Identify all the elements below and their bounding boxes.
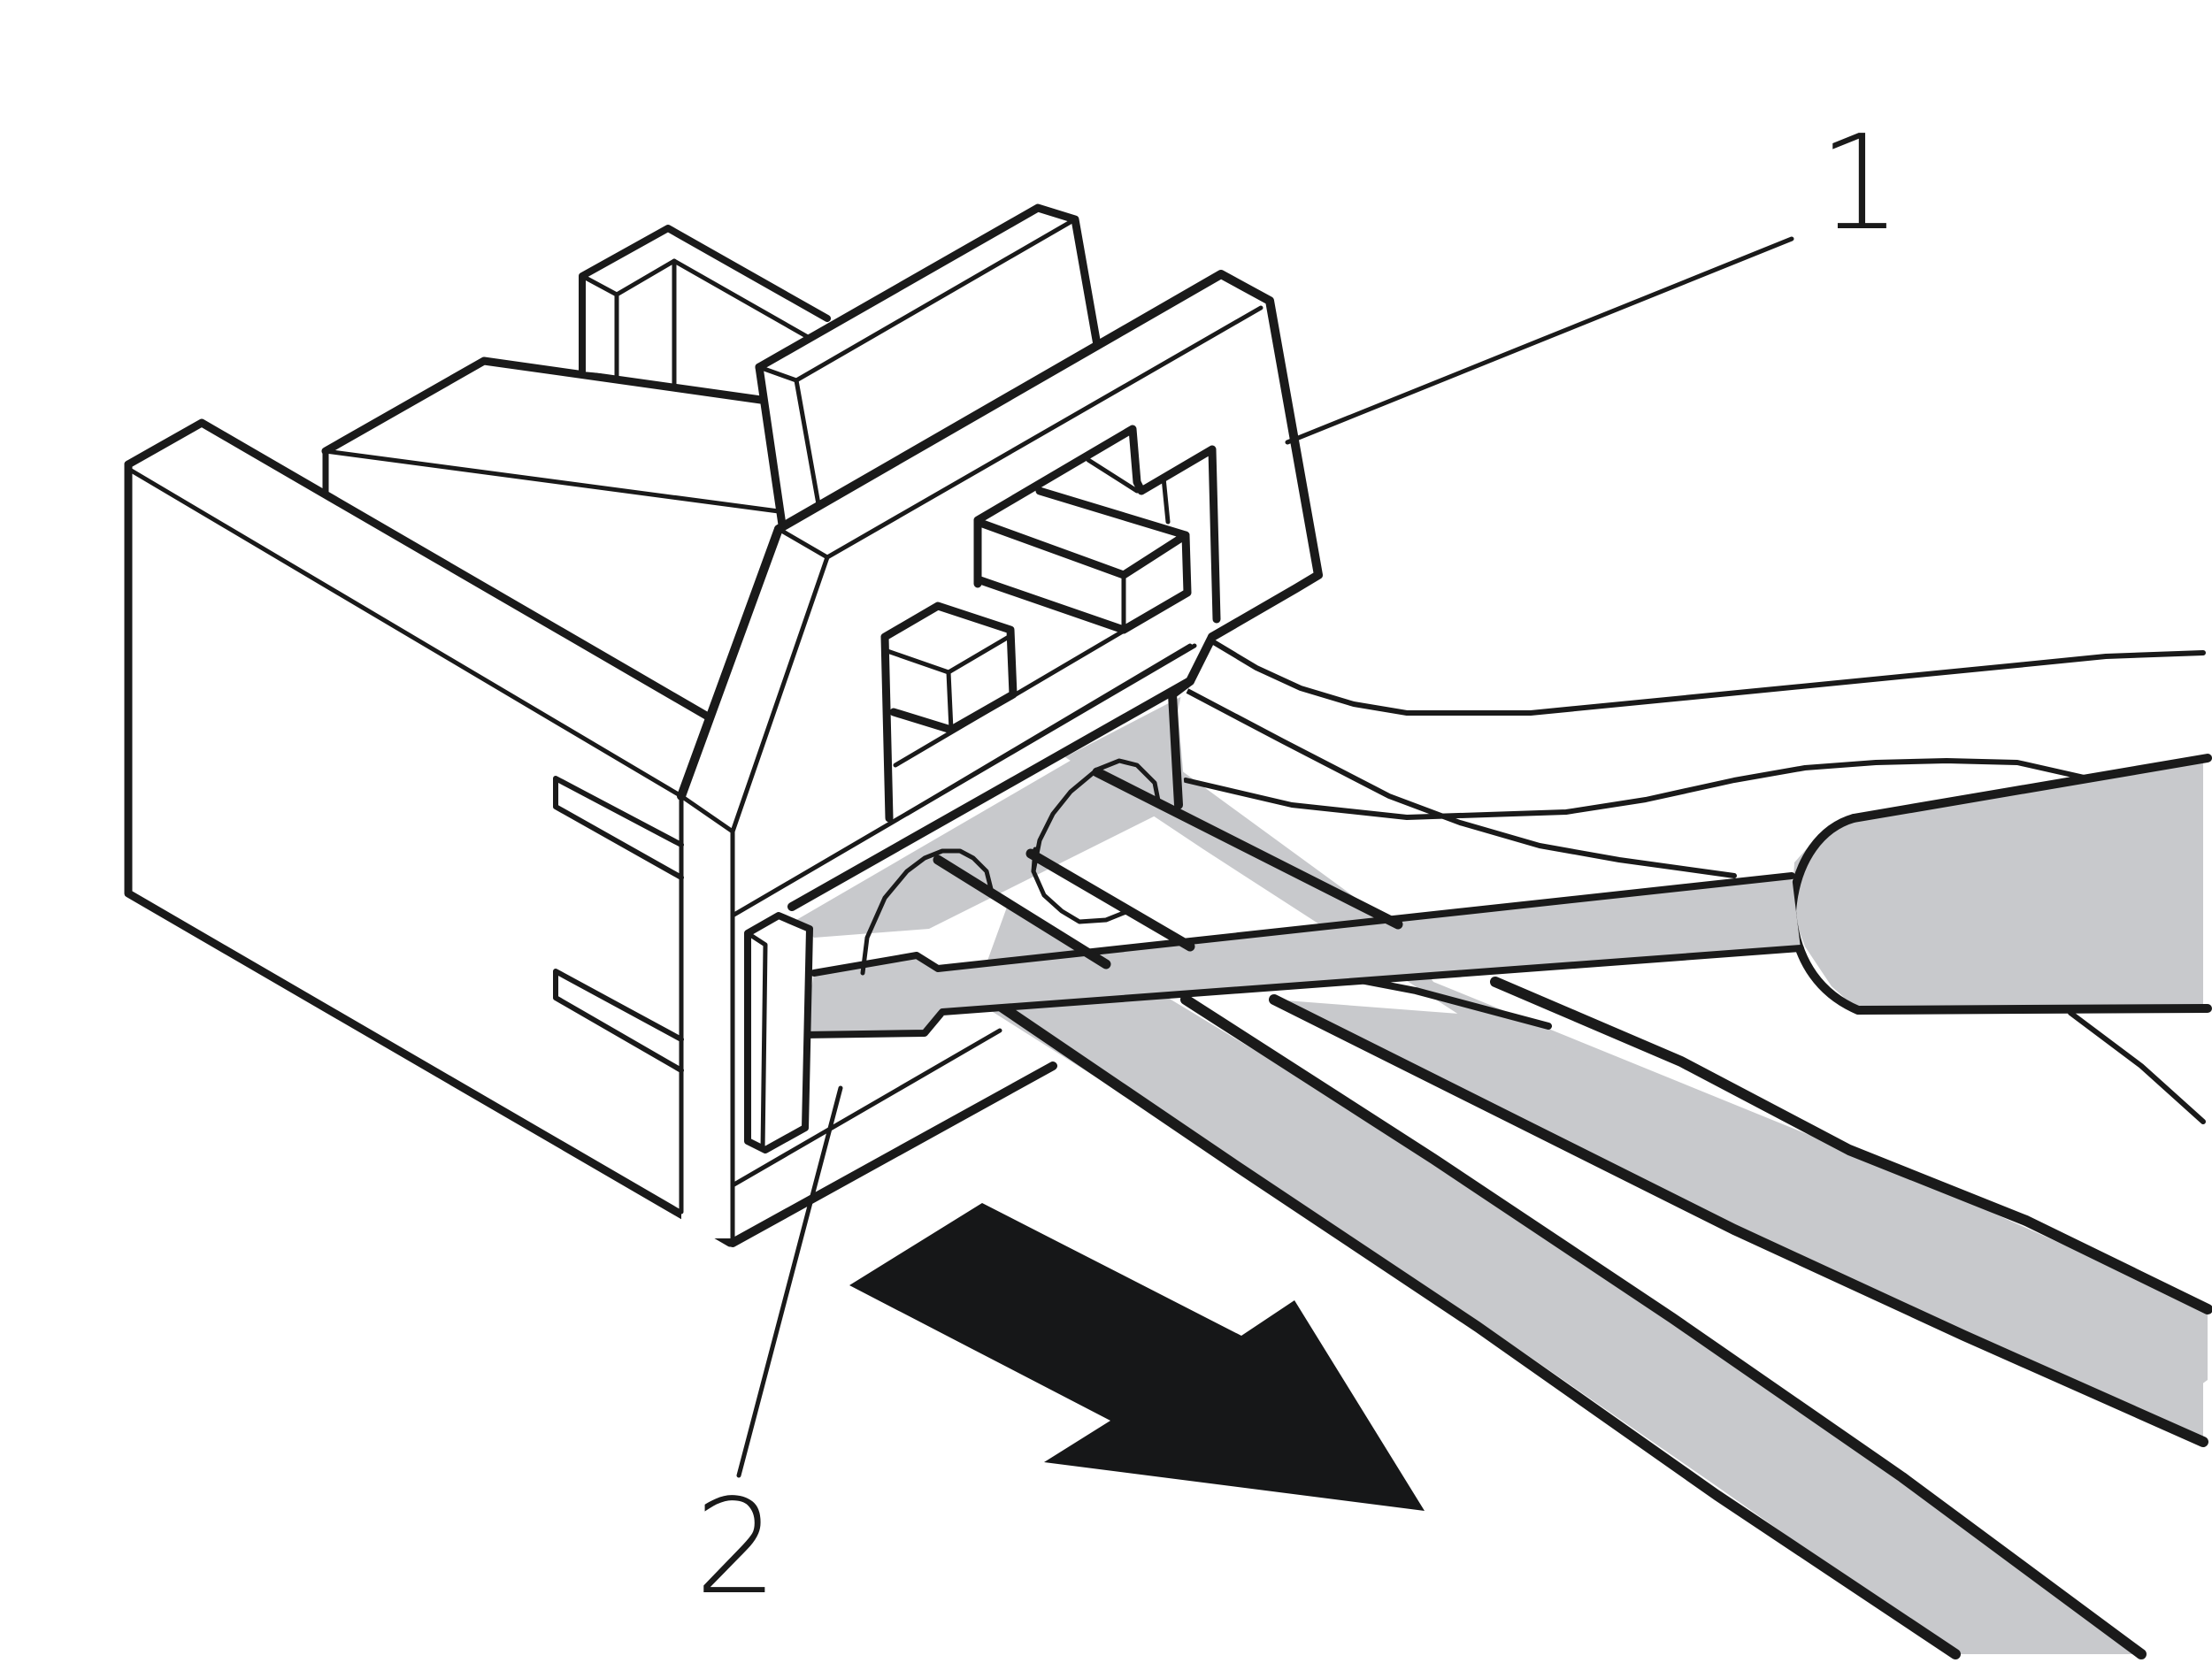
top-plate-outline — [755, 203, 1102, 372]
rear-step-side — [322, 448, 711, 720]
leader-line-1 — [1285, 236, 1794, 445]
cable-edge-4 — [1490, 977, 2212, 1314]
clamp-frame-cross — [679, 793, 735, 834]
screwdriver-handle — [1792, 758, 2203, 1010]
callout-2: 2 — [695, 1085, 843, 1623]
opening-top-edge — [787, 677, 1194, 911]
cable-lower-strip — [973, 902, 2141, 1654]
slot-lower — [553, 969, 684, 1073]
housing-left-inner — [126, 466, 684, 799]
housing-left-front — [124, 460, 734, 1247]
screwdriver-shaft — [803, 876, 1801, 1035]
latch-tab-outline — [744, 912, 813, 1153]
rear-step-edge — [323, 448, 781, 514]
top-plate-left-inner — [794, 378, 821, 507]
contact-lower-bar — [893, 592, 1188, 768]
callout-label-2: 2 — [695, 1471, 778, 1623]
latch-tab — [748, 916, 810, 1150]
top-plate-left-edge — [755, 363, 787, 535]
callout-1: 1 — [1285, 107, 1901, 445]
latch-arm-1 — [933, 854, 1111, 969]
clamp-frame-left-inner — [730, 555, 830, 834]
latch-arm-2 — [1025, 848, 1195, 952]
contact-upper-ridge — [1035, 487, 1190, 540]
wire-right — [1183, 758, 2144, 820]
opening-right-edge — [1168, 690, 1183, 809]
housing-left-body — [128, 423, 708, 1238]
callout-label-1: 1 — [1818, 107, 1901, 259]
clamp-bottom-edge — [728, 1061, 1057, 1247]
wire-lower — [1183, 687, 1737, 878]
contact-lower-col — [946, 670, 954, 732]
cable-edge-1 — [986, 994, 1961, 1659]
contact-upper-mid — [975, 519, 1126, 632]
rear-step-top — [321, 356, 765, 456]
rear-post-outline — [579, 225, 831, 375]
cable-clamp-connector-icon — [124, 203, 1403, 1247]
clamp-bottom-inner — [730, 1028, 1002, 1188]
clamp-frame-left — [677, 525, 783, 801]
clamp-opening — [796, 699, 1186, 938]
contact-upper-inner — [1086, 457, 1171, 525]
housing-top-plate — [759, 208, 1097, 531]
leader-line-2 — [736, 1085, 843, 1478]
handle-underside — [2068, 1010, 2206, 1124]
cable-edge-2 — [1180, 994, 2147, 1659]
rear-post — [582, 228, 827, 394]
latch-tab-inner — [745, 931, 768, 1153]
housing-rear-step — [326, 361, 779, 509]
pull-out-arrow-icon — [849, 1203, 1425, 1511]
shaft-bottom-edge — [800, 945, 1804, 1038]
contact-block-upper — [889, 429, 1186, 796]
handle-top-edge — [1849, 754, 2212, 823]
slot-upper — [553, 776, 684, 880]
wire-upper — [1210, 639, 2206, 716]
latch-arm-3 — [1092, 767, 1403, 930]
cable-edge-3 — [1269, 994, 2208, 1447]
rear-post-inner — [580, 258, 817, 343]
contact-lower-bar2 — [904, 643, 1193, 816]
frame-right-post — [1168, 632, 1217, 699]
hook-latch-left — [860, 848, 994, 976]
handle-bottom-edge — [1854, 1004, 2212, 1015]
